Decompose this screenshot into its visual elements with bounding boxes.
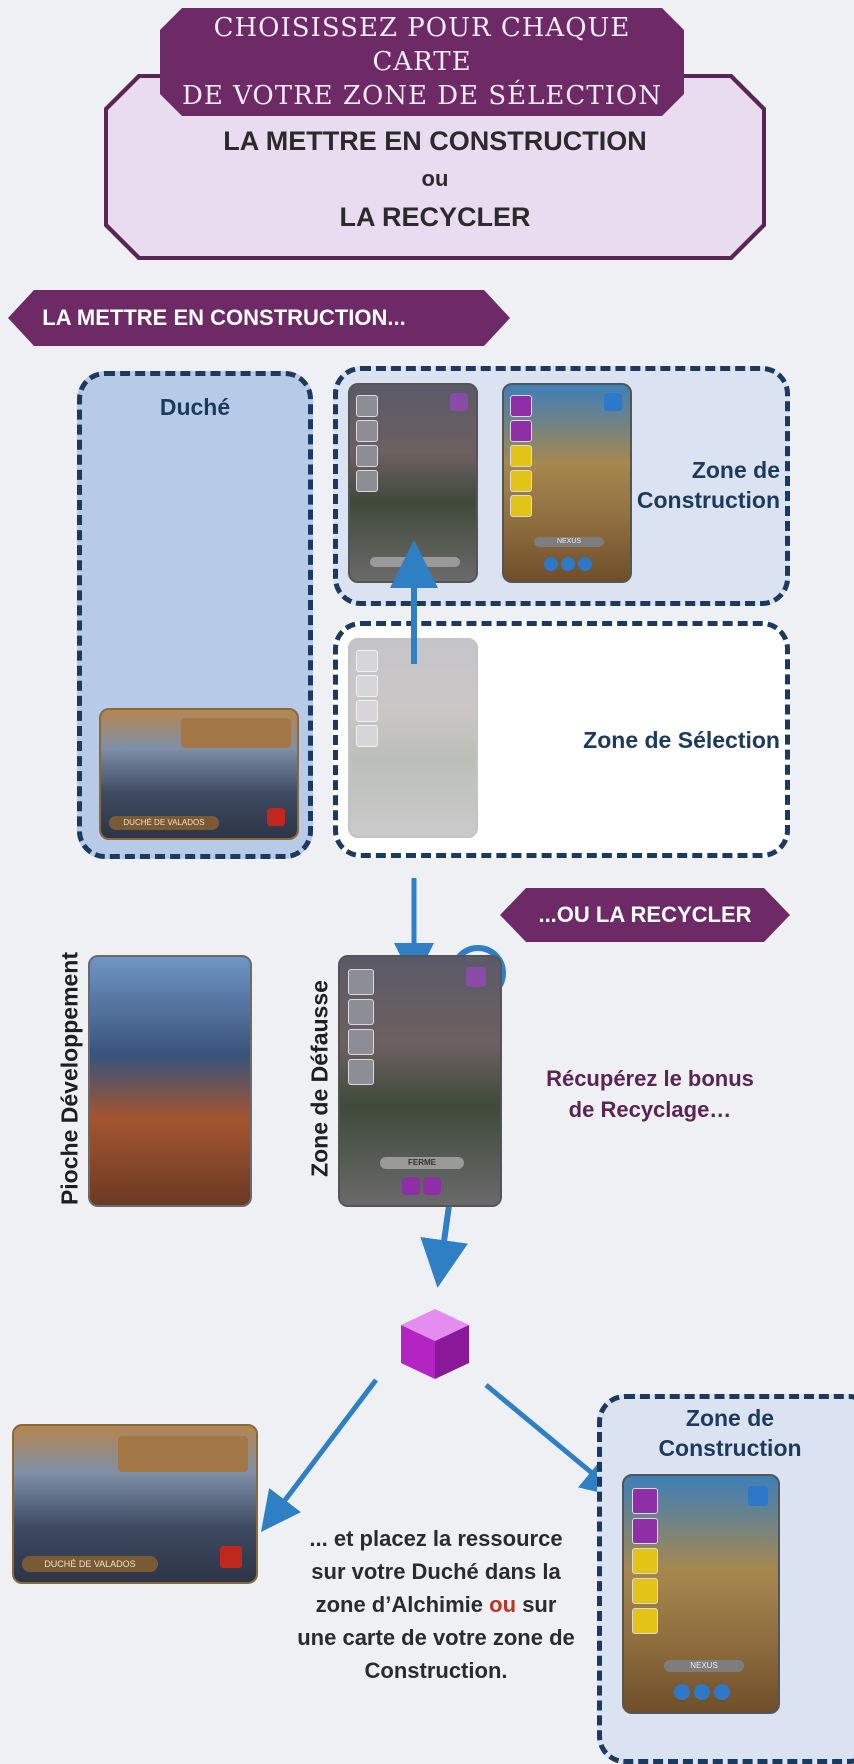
selection-zone: [333, 621, 790, 858]
recycle-bonus-icon: [466, 967, 486, 987]
placement-line3b: sur: [522, 1592, 557, 1617]
construction-label-line1: Zone de: [691, 457, 780, 483]
ferme-card-discard: FERME: [338, 955, 502, 1207]
nexus-card-bottom-name: NEXUS: [664, 1660, 744, 1672]
placement-line2: sur votre Duché dans la: [311, 1559, 561, 1584]
placement-line3: zone d’Alchimie ou sur: [286, 1588, 586, 1621]
pioche-label: Pioche Développement: [56, 951, 83, 1206]
construction-bottom-line2: Construction: [658, 1435, 802, 1461]
construction-bottom-line1: Zone de: [685, 1405, 775, 1431]
section-ribbon-recycle: ...OU LA RECYCLER: [500, 888, 790, 942]
duche-card-name: DUCHÉ DE VALADOS: [109, 816, 219, 830]
placement-line1: ... et placez la ressource: [309, 1526, 563, 1551]
nexus-card-name: NEXUS: [534, 537, 604, 547]
placement-text: ... et placez la ressource sur votre Duc…: [286, 1522, 586, 1687]
placement-line5: Construction.: [364, 1658, 508, 1683]
blue-bonus-icon-bottom: [748, 1486, 768, 1506]
header-title-line1: CHOISISSEZ POUR CHAQUE CARTE: [213, 13, 631, 77]
selection-label: Zone de Sélection: [583, 727, 780, 753]
recycle-text-line2: de Recyclage…: [568, 1097, 732, 1122]
recycle-text: Récupérez le bonus de Recyclage…: [520, 1063, 780, 1125]
duche-label: Duché: [159, 394, 231, 420]
ribbon-label-recycle: ...OU LA RECYCLER: [538, 902, 752, 927]
placement-line4: une carte de votre zone de: [297, 1625, 575, 1650]
ferme-card-name: FERME: [380, 1157, 464, 1169]
nexus-card-construction: NEXUS: [502, 383, 632, 583]
ribbon-label: LA METTRE EN CONSTRUCTION...: [42, 305, 406, 330]
option-recycle: LA RECYCLER: [339, 202, 531, 232]
header-banner: CHOISISSEZ POUR CHAQUE CARTE DE VOTRE ZO…: [160, 8, 684, 116]
construction-label-bottom: Zone de Construction: [620, 1403, 840, 1463]
defausse-label: Zone de Défausse: [306, 980, 333, 1177]
instruction-options: LA METTRE EN CONSTRUCTION ou LA RECYCLER: [108, 122, 762, 236]
header-title-line2: DE VOTRE ZONE DE SÉLECTION: [182, 81, 662, 111]
construction-label: Zone de Construction: [630, 455, 790, 515]
arrow-resource-to-duche: [260, 1378, 378, 1532]
recycle-text-line1: Récupérez le bonus: [546, 1066, 754, 1091]
placement-line3a: zone d’Alchimie: [315, 1592, 484, 1617]
purple-bonus-icon: [450, 393, 468, 411]
ferme-card-selection-ghost: [348, 638, 478, 838]
nexus-card-bottom: NEXUS: [622, 1474, 780, 1714]
duche-card-bottom: DUCHÉ DE VALADOS: [12, 1424, 258, 1584]
blue-bonus-icon: [604, 393, 622, 411]
red-resource-icon-bottom: [220, 1546, 242, 1568]
duche-card: DUCHÉ DE VALADOS: [99, 708, 299, 840]
construction-label-line2: Construction: [636, 487, 780, 513]
purple-resource-cube-icon: [401, 1309, 469, 1379]
placement-or: ou: [489, 1592, 517, 1617]
pioche-card: [88, 955, 252, 1207]
duche-card-bottom-name: DUCHÉ DE VALADOS: [22, 1556, 158, 1572]
arrow-resource-to-construction: [484, 1383, 622, 1498]
option-construction: LA METTRE EN CONSTRUCTION: [223, 126, 647, 156]
option-or: ou: [421, 166, 449, 191]
section-ribbon-construction: LA METTRE EN CONSTRUCTION...: [8, 290, 510, 346]
red-resource-icon: [267, 808, 285, 826]
